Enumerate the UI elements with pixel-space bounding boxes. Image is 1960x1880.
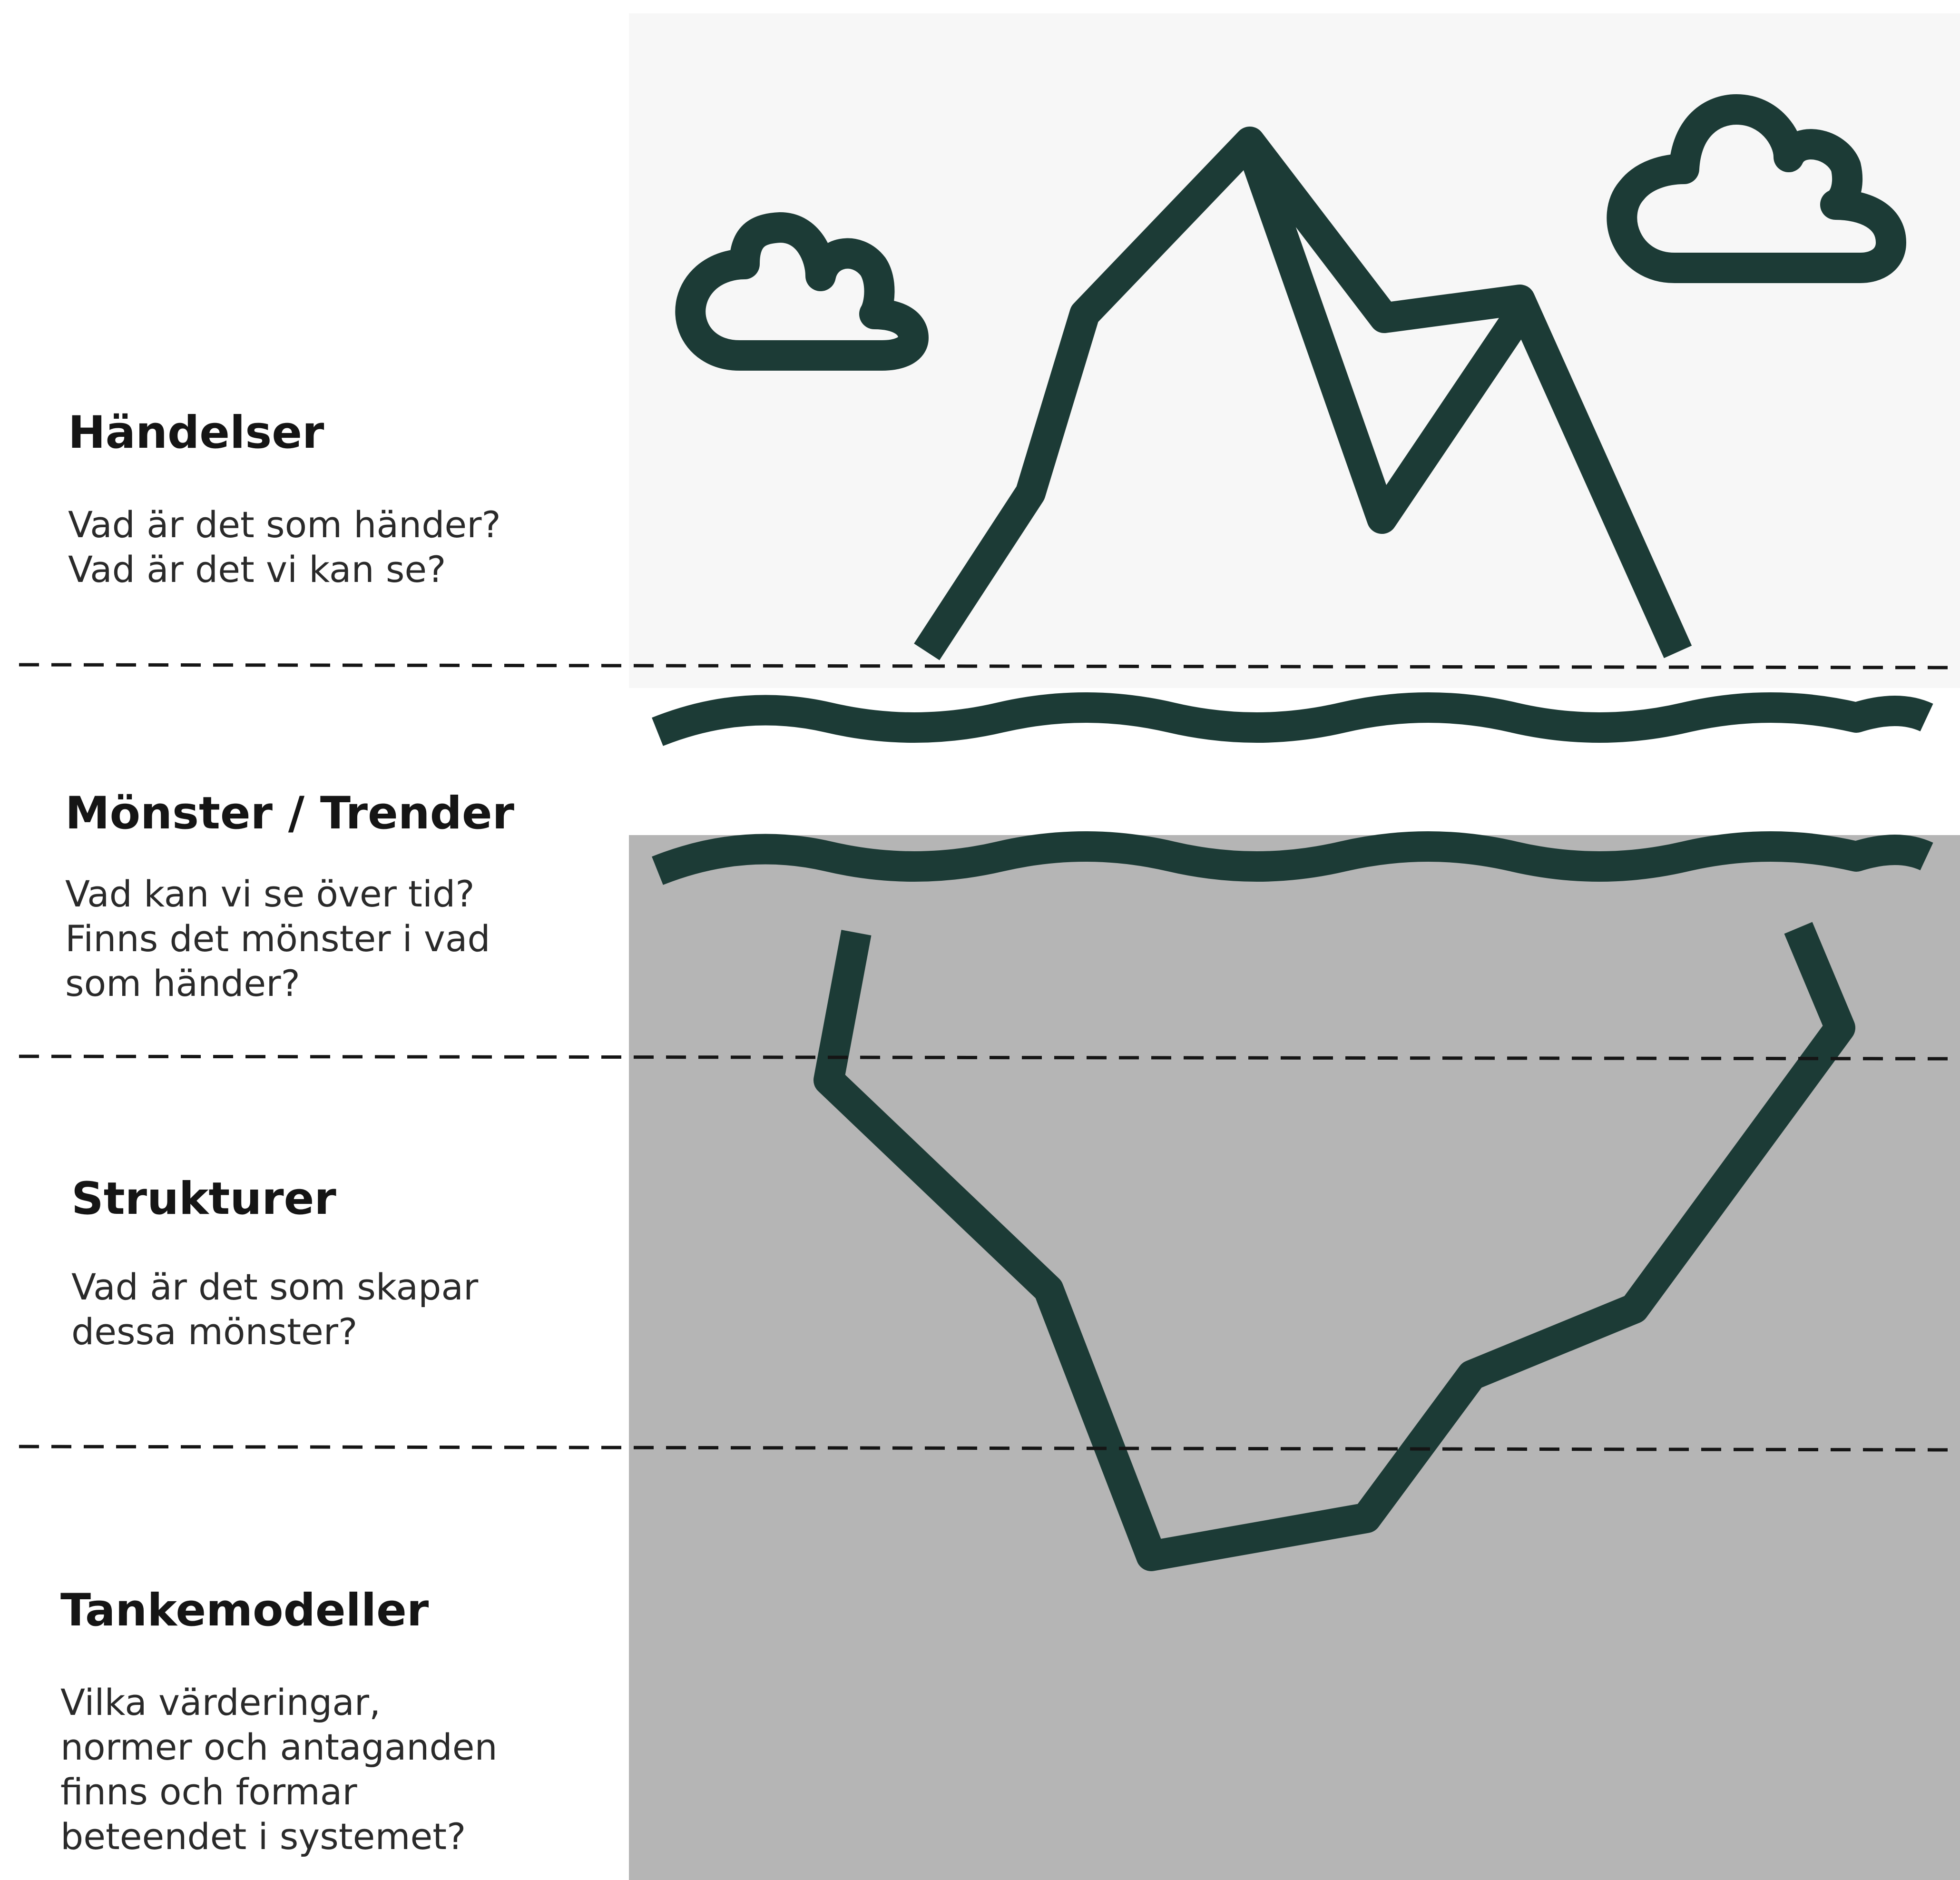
level-title: Händelser [68, 407, 324, 459]
cloud-icon [1607, 94, 1906, 283]
wave-icon [652, 831, 1933, 885]
iceberg-base-icon [813, 922, 1855, 1571]
mountain-ridge [1235, 137, 1533, 534]
water-panel [629, 835, 1960, 1880]
level-description: Vad är det som skapar dessa mönster? [71, 1266, 479, 1353]
level-description: Vilka värderingar, normer och antaganden… [60, 1681, 498, 1858]
level-events: Händelser Vad är det som händer? Vad är … [68, 407, 663, 592]
level-patterns: Mönster / Trender Vad kan vi se över tid… [65, 787, 660, 1006]
cloud-icon [675, 212, 929, 371]
level-title: Mönster / Trender [65, 787, 515, 839]
level-title: Tankemodeller [60, 1585, 429, 1636]
wave-icon [652, 692, 1933, 746]
level-description: Vad kan vi se över tid? Finns det mönste… [65, 873, 490, 1004]
level-mental-models: Tankemodeller Vilka värderingar, normer … [60, 1585, 655, 1859]
level-description: Vad är det som händer? Vad är det vi kan… [68, 503, 501, 591]
level-structures: Strukturer Vad är det som skapar dessa m… [71, 1173, 666, 1354]
level-title: Strukturer [71, 1173, 336, 1225]
